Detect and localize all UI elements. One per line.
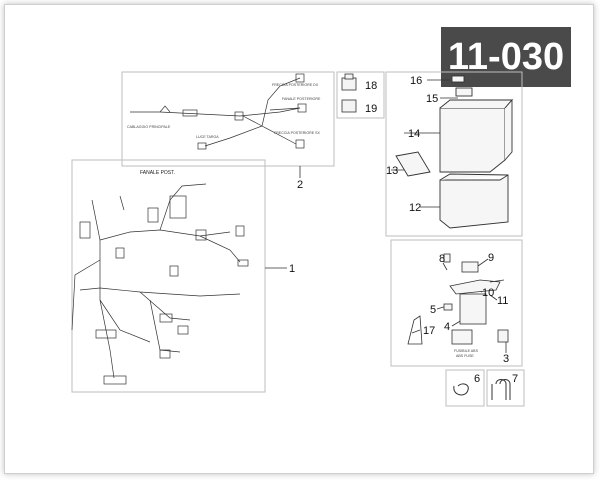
callout-6: 6 xyxy=(474,373,480,385)
callout-2: 2 xyxy=(297,179,303,191)
callout-16: 16 xyxy=(410,75,422,87)
callout-11: 11 xyxy=(497,295,508,307)
panel-part-6 xyxy=(445,369,485,407)
label-fanale-post: FANALE POST. xyxy=(140,170,175,176)
callout-3: 3 xyxy=(503,353,509,365)
callout-14: 14 xyxy=(408,128,420,140)
label-fuse-en: ABS FUSE xyxy=(456,354,474,358)
panel-fuse-assembly xyxy=(390,239,523,367)
callout-1: 1 xyxy=(289,263,295,275)
label-cablaggio: CABLAGGIO PRINCIPALE xyxy=(127,125,171,129)
callout-5: 5 xyxy=(430,304,436,316)
panel-main-harness xyxy=(71,159,266,393)
panel-part-7 xyxy=(486,369,525,407)
callout-13: 13 xyxy=(386,165,398,177)
callout-12: 12 xyxy=(409,202,421,214)
label-fuse: FUSIBILE ABS xyxy=(454,349,479,353)
label-fanale-posteriore: FANALE POSTERIORE xyxy=(282,97,321,101)
panel-rear-harness xyxy=(121,71,335,167)
label-freccia-sx: FRECCIA POSTERIORE SX xyxy=(274,131,321,135)
callout-15: 15 xyxy=(426,93,438,105)
callout-8: 8 xyxy=(439,253,445,265)
label-luce-targa: LUCE TARGA xyxy=(196,135,219,139)
callout-4: 4 xyxy=(444,321,450,333)
label-freccia-dx: FRECCIA POSTERIORE DX xyxy=(272,83,319,87)
panel-battery xyxy=(385,71,523,237)
callout-19: 19 xyxy=(365,103,377,115)
callout-17: 17 xyxy=(423,325,435,337)
callout-10: 10 xyxy=(482,287,494,299)
callout-7: 7 xyxy=(512,373,518,385)
callout-18: 18 xyxy=(365,80,377,92)
panel-relays xyxy=(336,71,385,119)
callout-9: 9 xyxy=(488,252,494,264)
